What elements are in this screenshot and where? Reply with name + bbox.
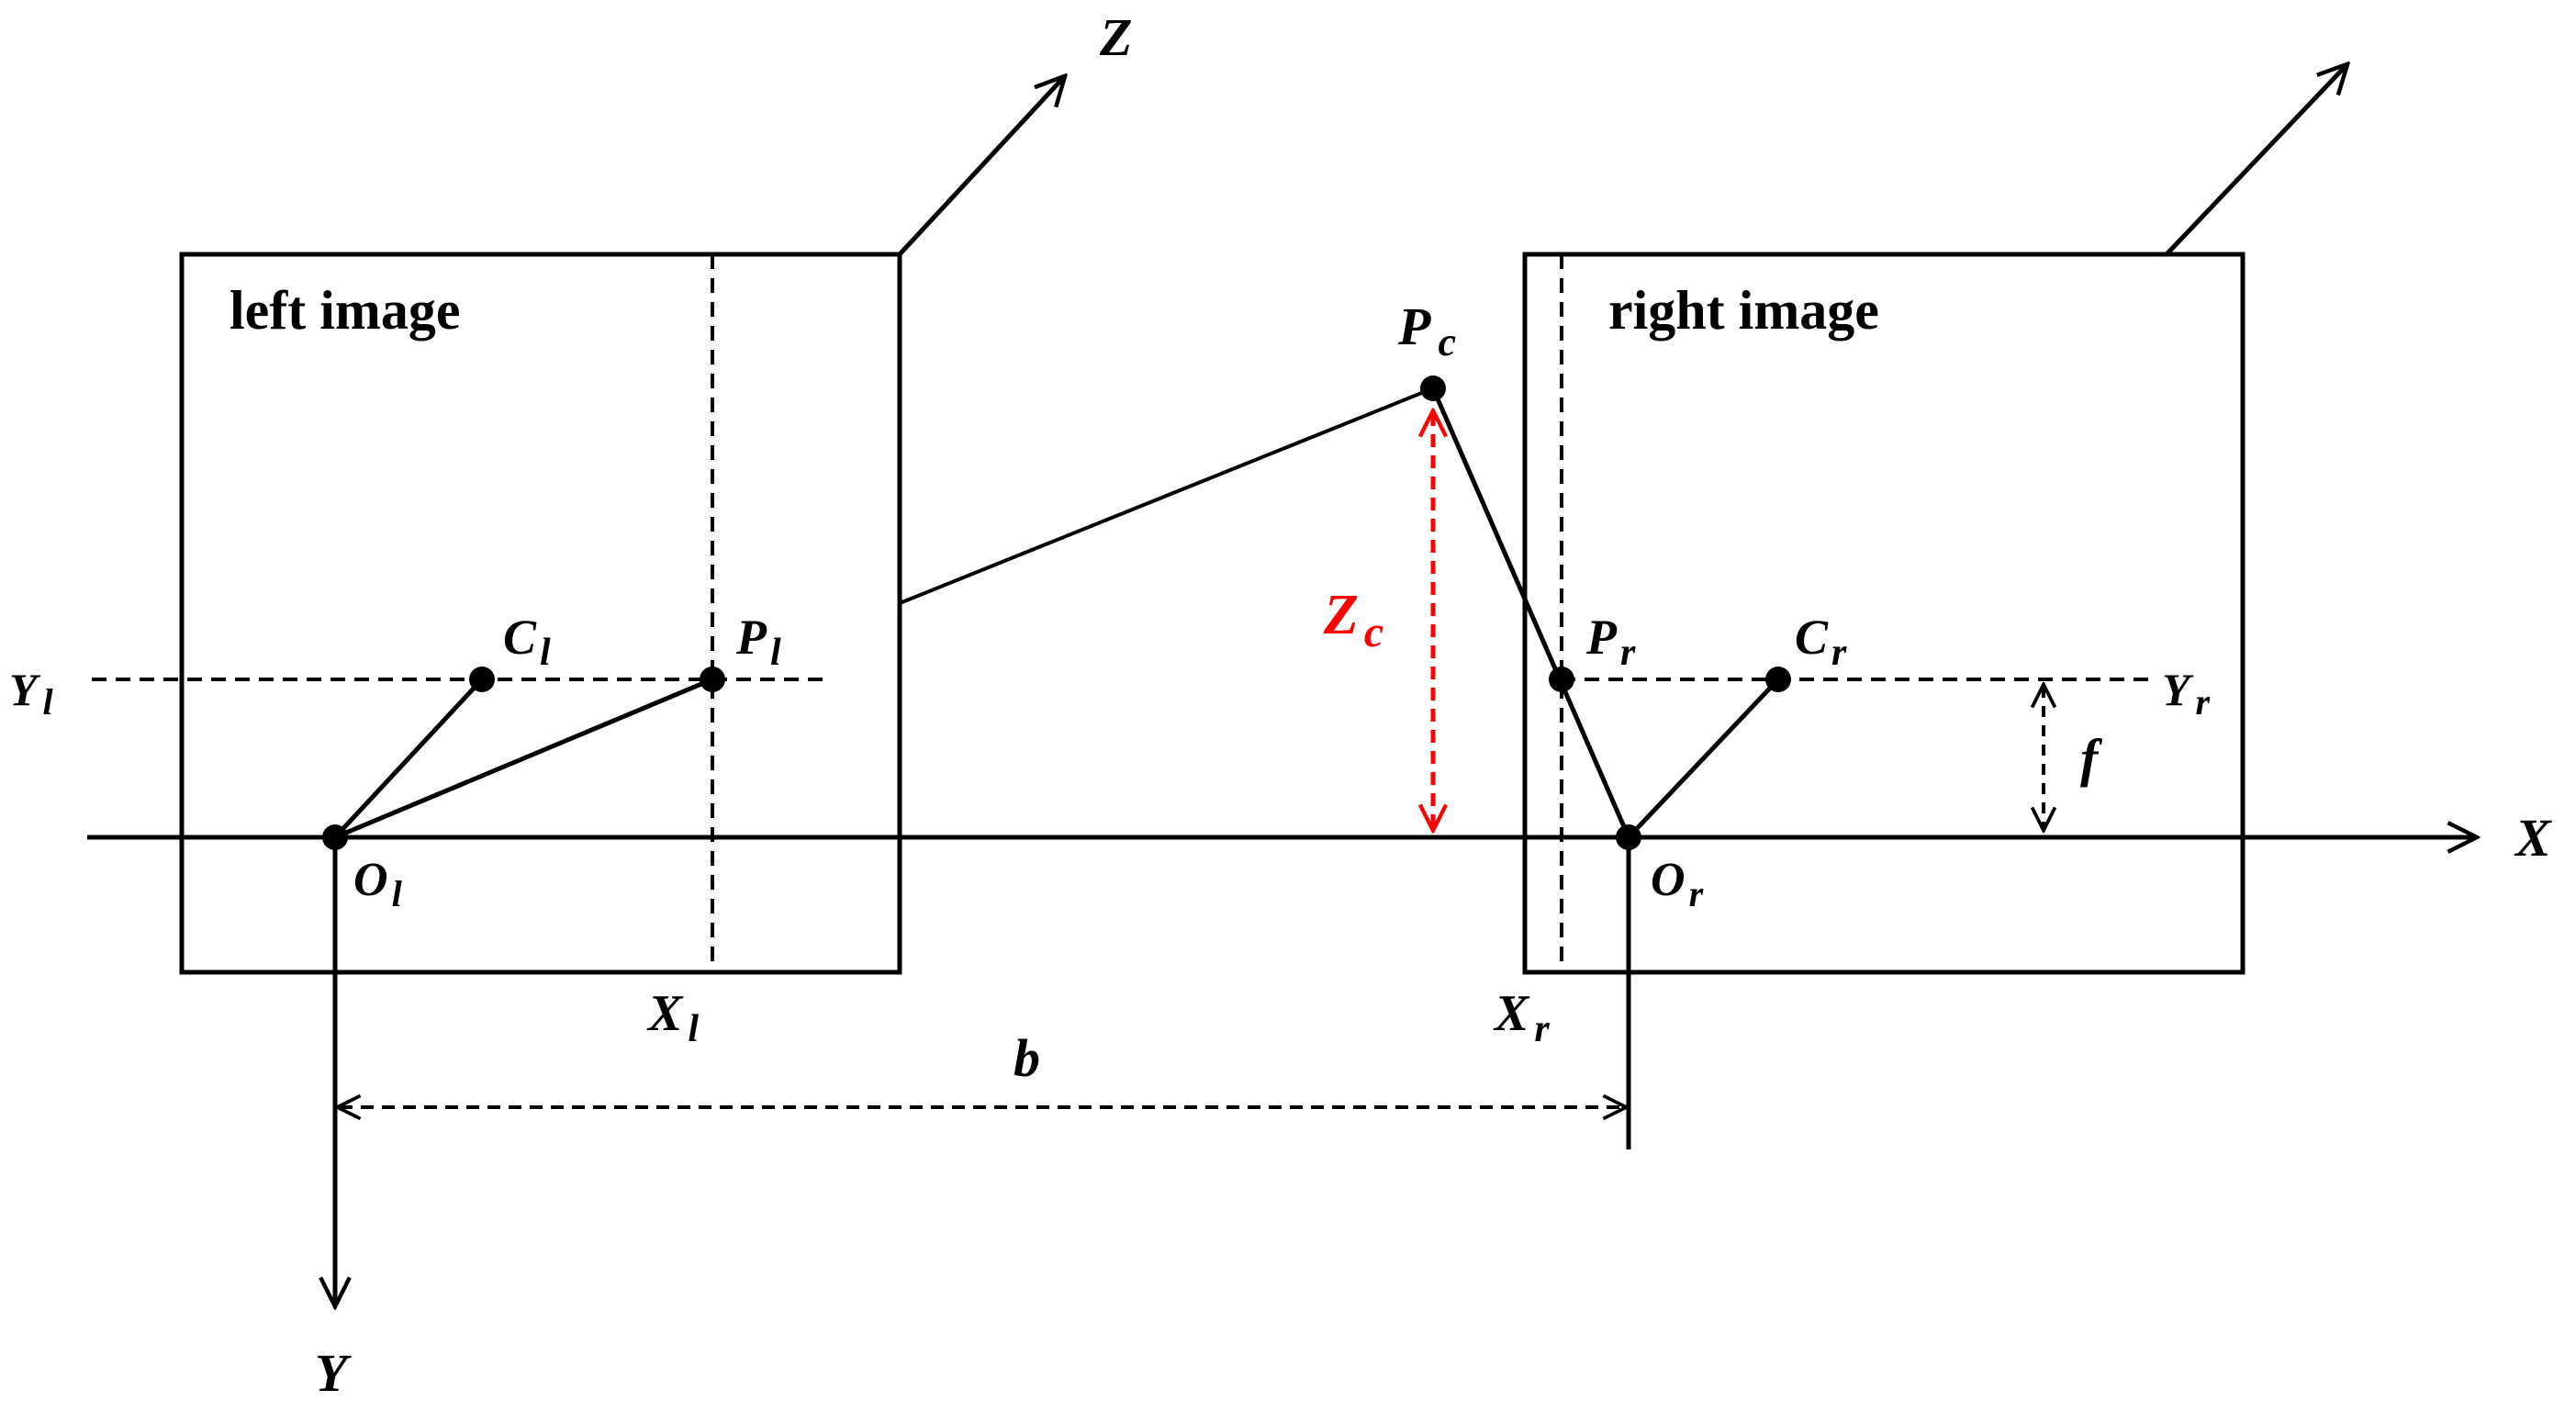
point-pl (700, 667, 725, 692)
right-image-title: right image (1608, 280, 1879, 341)
ray-pc-left (899, 387, 1434, 605)
point-cr (1765, 667, 1791, 692)
z-axis-label: Z (1099, 7, 1132, 67)
ray-or-cr (1627, 678, 1780, 839)
z-axis-right (2165, 66, 2346, 256)
ray-ol-cl (333, 678, 484, 839)
left-image-frame (179, 252, 902, 975)
label-cl: Cl (503, 610, 551, 674)
x-axis-label: X (2514, 808, 2552, 868)
label-b: b (1014, 1028, 1040, 1088)
point-or (1616, 824, 1641, 850)
label-cr: Cr (1795, 610, 1847, 674)
y-axis-label: Y (315, 1343, 352, 1403)
ray-ol-pl (334, 677, 713, 840)
label-f: f (2080, 728, 2103, 788)
label-pr: Pr (1585, 610, 1636, 674)
point-pr (1549, 667, 1574, 692)
point-pc (1420, 375, 1446, 401)
right-image-frame (1522, 252, 2246, 975)
z-axis-left (898, 78, 1063, 256)
ray-pc-or (1430, 387, 1631, 838)
point-ol (322, 824, 348, 850)
left-image-title: left image (230, 280, 461, 341)
point-cl (469, 667, 495, 692)
label-pl: Pl (735, 610, 781, 674)
